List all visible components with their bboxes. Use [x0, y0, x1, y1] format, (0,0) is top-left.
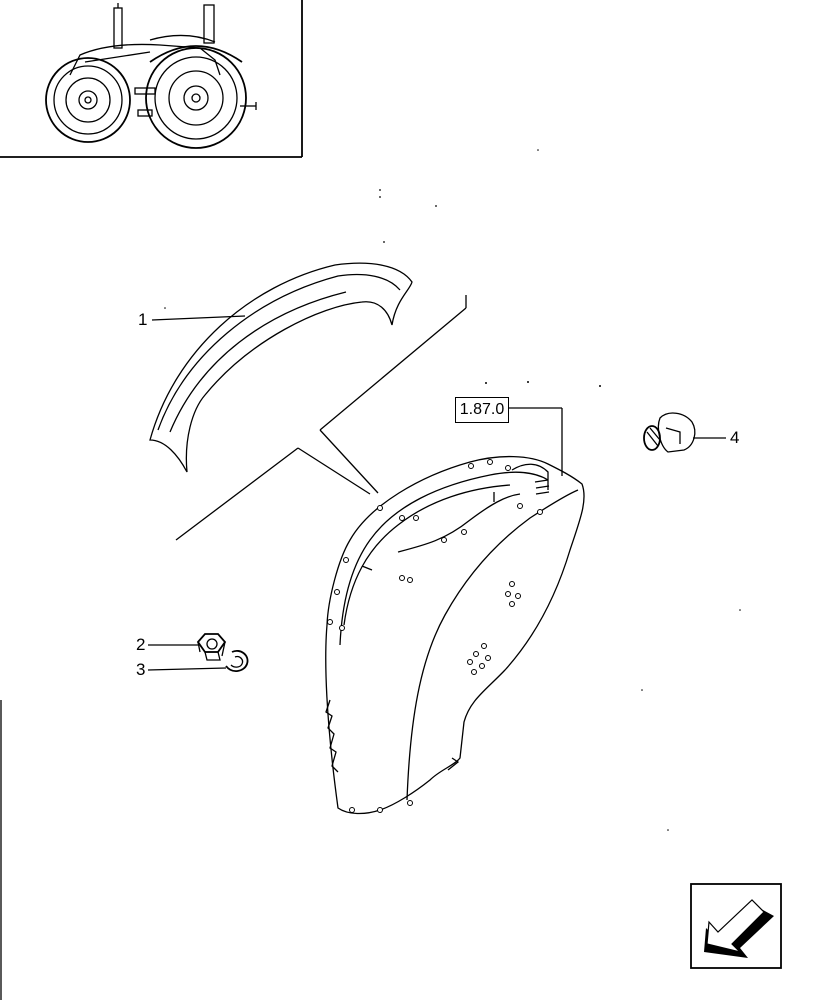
fender-assembly	[325, 455, 585, 815]
lock-washer-icon	[225, 650, 249, 672]
callout-part-2: 2	[136, 635, 146, 654]
tractor-icon	[45, 3, 257, 149]
leader-lines	[147, 315, 726, 671]
clip-icon	[643, 412, 696, 453]
nut-icon	[196, 633, 227, 661]
reference-section-box[interactable]: 1.87.0	[455, 397, 509, 423]
scan-specks	[164, 149, 741, 831]
next-page-arrow-icon[interactable]	[690, 883, 782, 969]
callout-part-3: 3	[136, 660, 146, 679]
fender-flare	[149, 262, 413, 473]
explode-lines	[175, 295, 467, 541]
callout-part-4: 4	[730, 428, 740, 447]
thumbnail-frame	[0, 0, 303, 158]
callout-part-1: 1	[138, 310, 148, 329]
